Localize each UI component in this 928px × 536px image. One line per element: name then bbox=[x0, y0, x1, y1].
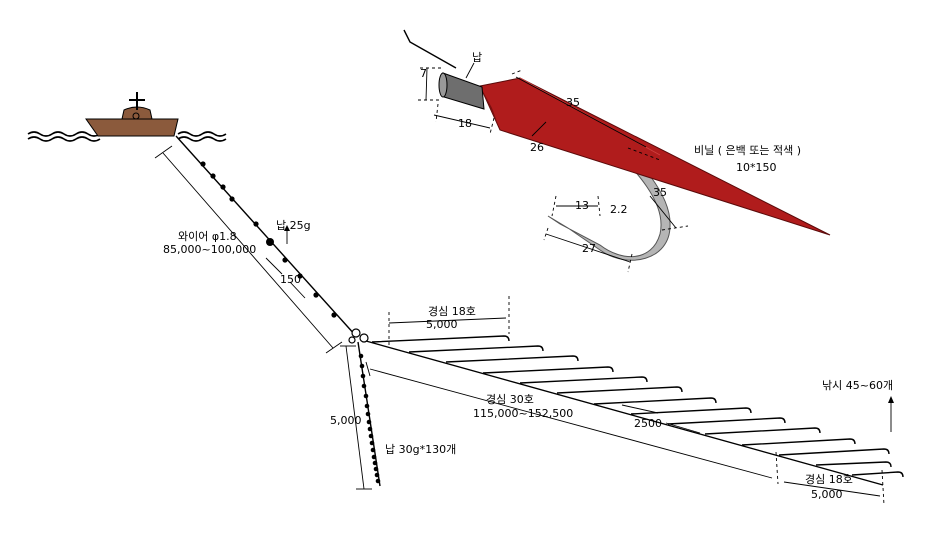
wire-length-dimension bbox=[154, 145, 343, 354]
dim-35b-lines bbox=[649, 195, 689, 231]
dim-26-line bbox=[531, 121, 547, 137]
sinker-25-label: 납 25g bbox=[276, 219, 311, 232]
sinker-25-arrow bbox=[284, 225, 290, 244]
lead-leader-line bbox=[465, 62, 475, 79]
drop-length-label: 5,000 bbox=[330, 414, 362, 427]
dim-13-label: 13 bbox=[575, 199, 589, 212]
dim-35a-label: 35 bbox=[566, 96, 580, 109]
branch-lines bbox=[371, 335, 904, 478]
dim-26-label: 26 bbox=[530, 141, 544, 154]
main-line-name-label: 경심 30호 bbox=[486, 393, 534, 406]
branch-top-name-label: 경심 18호 bbox=[428, 305, 476, 318]
lead-label: 납 bbox=[472, 51, 482, 64]
dim-35a-lines bbox=[511, 69, 661, 161]
dim-35b-label: 35 bbox=[653, 186, 667, 199]
dim-27-label: 27 bbox=[582, 242, 596, 255]
dim-18-label: 18 bbox=[458, 117, 472, 130]
wire-line bbox=[175, 135, 357, 337]
dim-7-label: 7 bbox=[420, 67, 427, 80]
branch-top-dimension bbox=[388, 296, 510, 345]
main-line bbox=[365, 340, 884, 486]
hook-spacing-label: 2500 bbox=[634, 417, 662, 430]
boat-icon bbox=[85, 92, 179, 137]
main-line-dimension bbox=[365, 361, 779, 485]
dim-7-lines bbox=[418, 67, 444, 101]
drop-line bbox=[357, 341, 381, 487]
dim-27-lines bbox=[543, 227, 633, 273]
lure-leader-line bbox=[403, 29, 457, 69]
branch-bot-length-label: 5,000 bbox=[811, 488, 843, 501]
drop-length-dimension bbox=[340, 345, 372, 490]
branch-bot-name-label: 경심 18호 bbox=[805, 473, 853, 486]
main-line-length-label: 115,000~152,500 bbox=[473, 407, 573, 420]
hook-spacing-dimension bbox=[621, 404, 701, 434]
wire-name-label: 와이어 φ1.8 bbox=[178, 230, 237, 243]
hook-icon bbox=[547, 125, 671, 261]
water-surface bbox=[27, 131, 227, 142]
swivel-icon bbox=[348, 328, 369, 344]
dim-13-lines bbox=[551, 195, 601, 217]
spacing-150-label: 150 bbox=[280, 273, 301, 286]
spacing-150-dimension bbox=[265, 257, 306, 299]
wire-length-label: 85,000~100,000 bbox=[163, 243, 256, 256]
branch-bot-dimension bbox=[783, 469, 885, 506]
hooks-count-label: 낚시 45~60개 bbox=[822, 379, 893, 392]
vinyl-label: 비닐 ( 은백 또는 적색 ) bbox=[694, 144, 801, 157]
sinker-130-label: 납 30g*130개 bbox=[385, 443, 456, 456]
dim-2-2-label: 2.2 bbox=[610, 203, 628, 216]
hooks-count-arrow bbox=[888, 396, 894, 432]
dim-18-lines bbox=[433, 103, 495, 135]
lead-weight bbox=[438, 72, 485, 110]
vinyl-size-label: 10*150 bbox=[736, 161, 777, 174]
branch-top-length-label: 5,000 bbox=[426, 318, 458, 331]
